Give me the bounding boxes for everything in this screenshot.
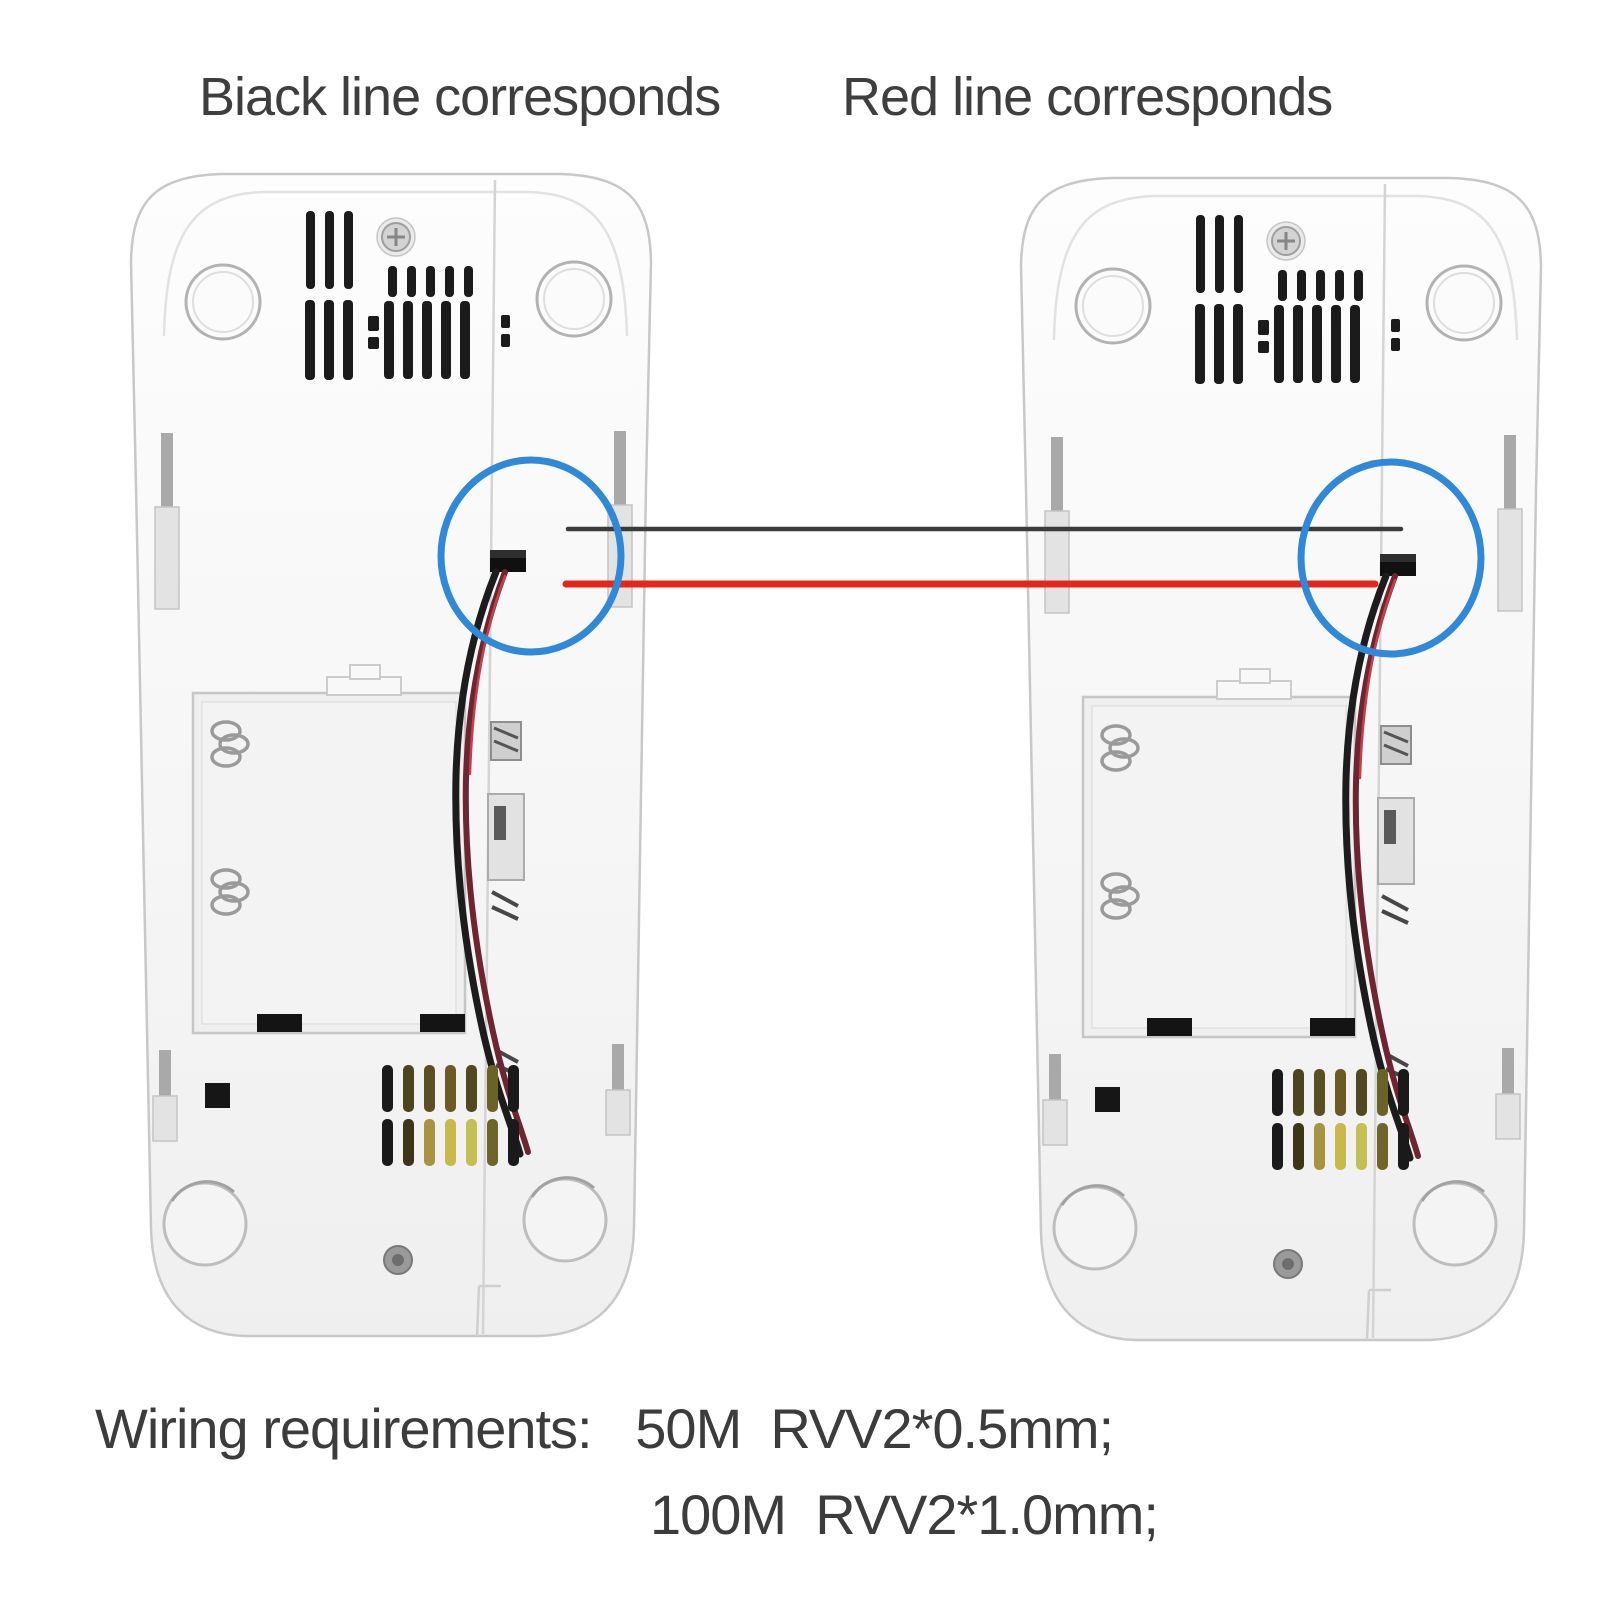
doorbell-unit-right [1021, 178, 1541, 1340]
caption-red-line: Red line corresponds [842, 67, 1333, 127]
wiring-requirements-line-1: Wiring requirements: 50M RVV2*0.5mm; [95, 1397, 1114, 1460]
wiring-requirements-line-2: 100M RVV2*1.0mm; [650, 1483, 1159, 1546]
doorbell-unit-left [131, 174, 651, 1336]
highlight-circle-right [1297, 458, 1485, 658]
caption-black-line: Biack line corresponds [199, 67, 721, 127]
highlight-circle-left [437, 456, 625, 656]
